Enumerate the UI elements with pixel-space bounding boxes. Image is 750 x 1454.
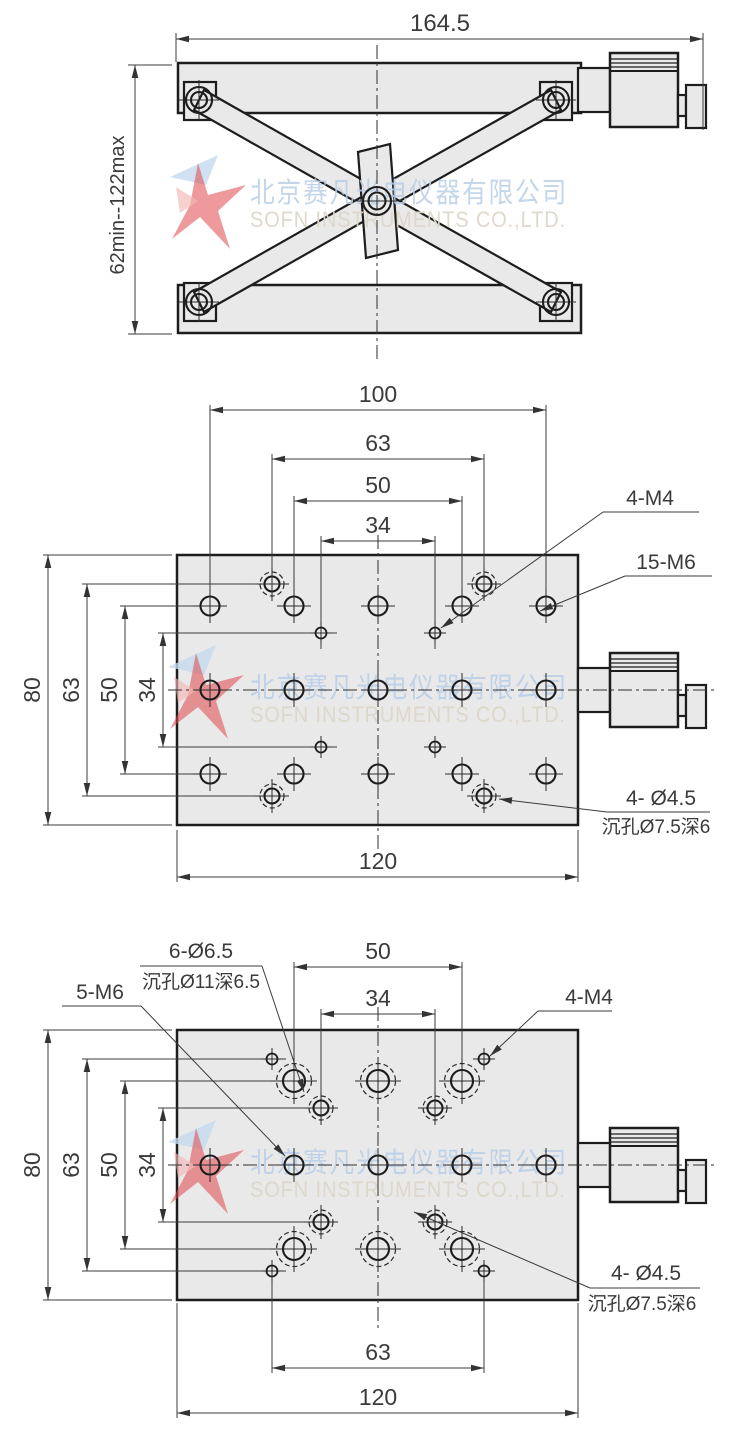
dim-overall-width: 164.5 xyxy=(410,10,470,37)
dim-80: 80 xyxy=(19,677,45,703)
dim-120-bottom: 120 xyxy=(359,1384,397,1410)
dim-63-left: 63 xyxy=(58,677,84,703)
dim-34-top: 34 xyxy=(365,985,391,1011)
view1-side-elevation: 北京赛凡光电仪器有限公司 SOFN INSTRUMENTS CO.,LTD. 1… xyxy=(107,10,708,360)
dim-34-left: 34 xyxy=(134,677,160,703)
watermark-view2: 北京赛凡光电仪器有限公司 SOFN INSTRUMENTS CO.,LTD. xyxy=(168,645,566,739)
label-4-d45: 4- Ø4.5 xyxy=(611,1262,681,1285)
label-counterbore-note: 沉孔Ø7.5深6 xyxy=(602,816,711,838)
dim-50: 50 xyxy=(365,472,391,498)
dim-63-left: 63 xyxy=(58,1152,84,1178)
view1-dimensions: 164.5 62min--122max xyxy=(107,10,704,335)
dim-height-range: 62min--122max xyxy=(107,136,129,275)
label-6-d65: 6-Ø6.5 xyxy=(169,940,233,963)
dim-50-left: 50 xyxy=(96,677,122,703)
label-counterbore11-note: 沉孔Ø11深6.5 xyxy=(142,971,260,993)
label-4-m4: 4-M4 xyxy=(626,487,674,510)
watermark-view3: 北京赛凡光电仪器有限公司 SOFN INSTRUMENTS CO.,LTD. xyxy=(168,1120,566,1214)
sofn-logo xyxy=(170,155,246,249)
dim-50-top: 50 xyxy=(365,938,391,964)
label-4-m4: 4-M4 xyxy=(565,986,613,1009)
view2-top-plate-plan: 北京赛凡光电仪器有限公司 SOFN INSTRUMENTS CO.,LTD. xyxy=(19,381,714,882)
micrometer-head-side xyxy=(576,51,708,130)
dim-80-left: 80 xyxy=(19,1152,45,1178)
view2-labels: 4-M4 15-M6 4- Ø4.5 沉孔Ø7.5深6 xyxy=(440,487,712,838)
watermark-view1: 北京赛凡光电仪器有限公司 SOFN INSTRUMENTS CO.,LTD. xyxy=(170,155,568,249)
view3-bottom-plate-plan: 北京赛凡光电仪器有限公司 SOFN INSTRUMENTS CO.,LTD. xyxy=(19,938,714,1418)
label-15-m6: 15-M6 xyxy=(636,551,696,574)
dim-63: 63 xyxy=(365,430,391,456)
dim-34: 34 xyxy=(365,512,391,538)
watermark-en-text: SOFN INSTRUMENTS CO.,LTD. xyxy=(250,207,566,232)
watermark-en-text: SOFN INSTRUMENTS CO.,LTD. xyxy=(250,702,566,727)
view2-dimensions: 100 63 50 34 80 63 50 34 120 xyxy=(19,381,578,881)
dim-34-left: 34 xyxy=(134,1152,160,1178)
top-plate-side xyxy=(176,61,583,115)
view3-dimensions: 50 34 80 63 50 34 63 120 xyxy=(19,938,578,1417)
dim-100: 100 xyxy=(359,381,397,407)
dim-50-left: 50 xyxy=(96,1152,122,1178)
watermark-en-text: SOFN INSTRUMENTS CO.,LTD. xyxy=(250,1177,566,1202)
dim-120: 120 xyxy=(359,848,397,874)
bottom-plate-side xyxy=(176,283,583,335)
watermark-cn-text: 北京赛凡光电仪器有限公司 xyxy=(250,177,568,208)
label-counterbore75-note: 沉孔Ø7.5深6 xyxy=(588,1293,697,1315)
label-5-m6: 5-M6 xyxy=(76,981,124,1004)
label-4-d45: 4- Ø4.5 xyxy=(626,787,696,810)
view3-labels: 6-Ø6.5 沉孔Ø11深6.5 5-M6 4-M4 4- Ø4.5 沉孔Ø7.… xyxy=(62,940,700,1315)
view2-extension-lines xyxy=(43,405,579,882)
dim-63-bottom: 63 xyxy=(365,1339,391,1365)
